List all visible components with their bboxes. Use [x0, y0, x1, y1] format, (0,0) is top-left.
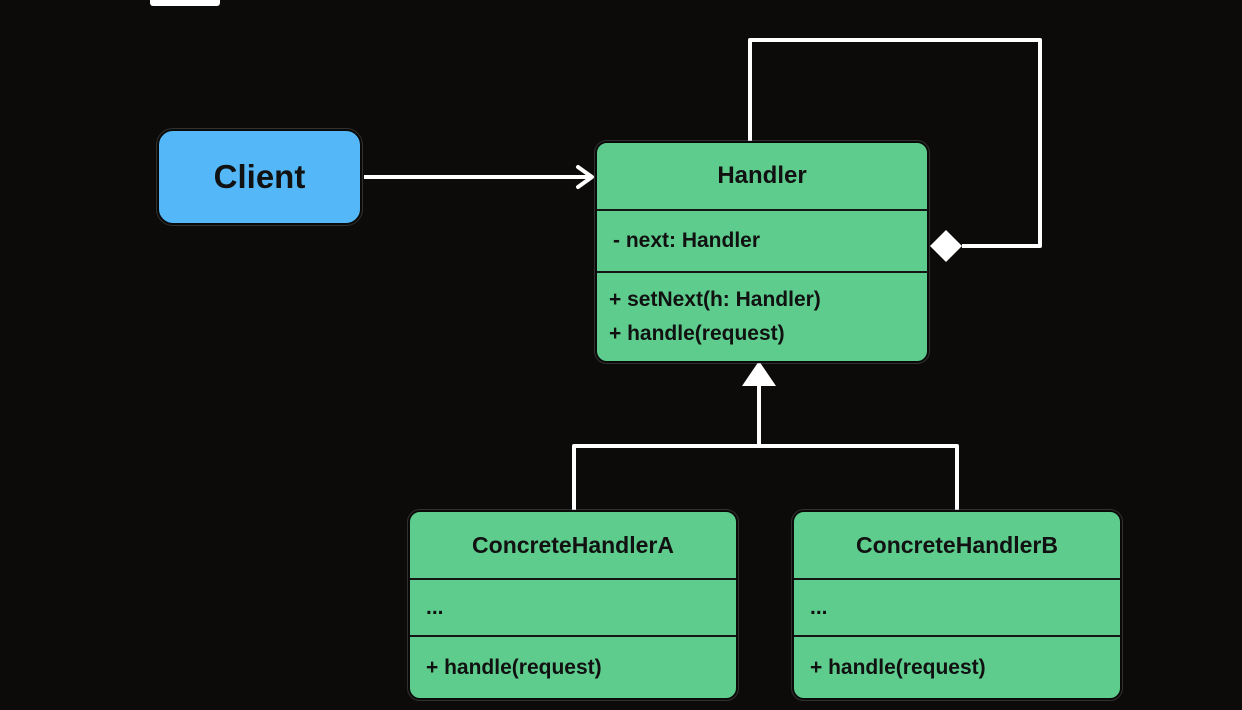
handler-method: + handle(request): [609, 322, 785, 345]
client-box[interactable]: Client: [156, 128, 363, 226]
self-aggregation-line: [748, 38, 1042, 248]
aggregation-diamond-icon: [930, 230, 962, 262]
inheritance-branches: [572, 444, 959, 510]
concrete-handler-b-attributes: ...: [794, 580, 1120, 637]
handler-attribute: - next: Handler: [613, 229, 761, 252]
concrete-handler-b-box[interactable]: ConcreteHandlerB ... + handle(request): [791, 509, 1123, 701]
handler-class-name: Handler: [597, 143, 927, 211]
concrete-handler-b-name: ConcreteHandlerB: [794, 512, 1120, 580]
concrete-handler-a-attribute: ...: [426, 595, 444, 619]
concrete-handler-b-methods: + handle(request): [794, 637, 1120, 698]
handler-class-box[interactable]: Handler - next: Handler + setNext(h: Han…: [594, 140, 930, 364]
concrete-handler-a-methods: + handle(request): [410, 637, 736, 698]
concrete-handler-b-attribute: ...: [810, 595, 828, 619]
concrete-handler-a-method: + handle(request): [426, 655, 602, 679]
handler-methods: + setNext(h: Handler) + handle(request): [597, 273, 927, 361]
cropped-heading-fragment: [150, 0, 220, 6]
client-label: Client: [213, 158, 306, 195]
concrete-handler-b-method: + handle(request): [810, 655, 986, 679]
concrete-handler-a-name: ConcreteHandlerA: [410, 512, 736, 580]
inheritance-triangle-icon: [742, 361, 776, 386]
concrete-handler-a-box[interactable]: ConcreteHandlerA ... + handle(request): [407, 509, 739, 701]
concrete-handler-a-attributes: ...: [410, 580, 736, 637]
handler-attributes: - next: Handler: [597, 211, 927, 273]
handler-method: + setNext(h: Handler): [609, 288, 821, 311]
client-to-handler-arrowhead: [576, 165, 594, 189]
